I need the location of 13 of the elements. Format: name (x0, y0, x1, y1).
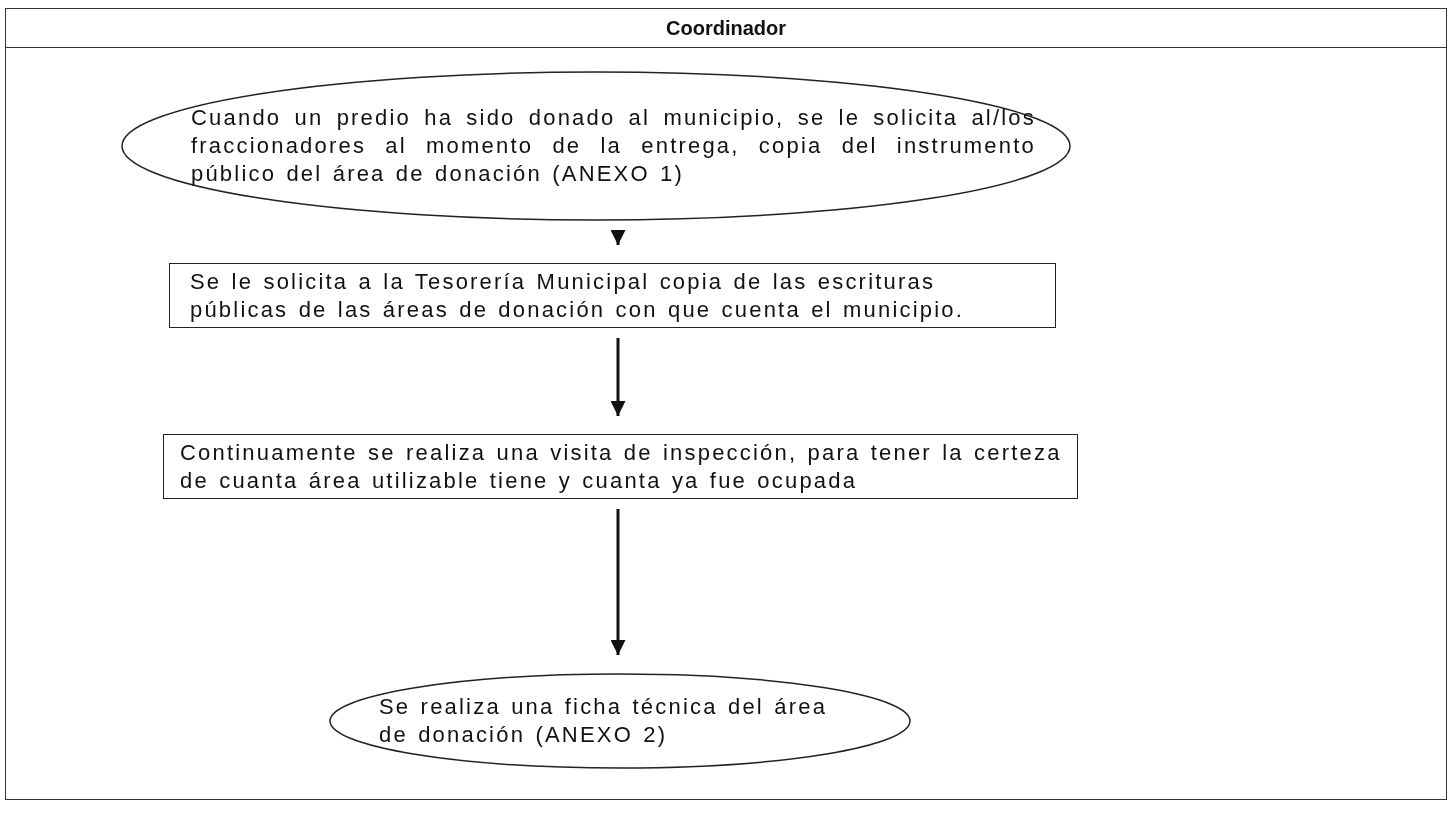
step-text: Se le solicita a la Tesorería Municipal copia de las escrituras públicas de las áreas de donación con que cuenta el municipio. (190, 267, 966, 324)
process-box (163, 434, 1078, 499)
terminal-ellipse (121, 71, 1071, 221)
process-box (169, 263, 1056, 328)
arrow (610, 338, 626, 416)
lane-title: Coordinador (666, 16, 786, 40)
step-text: Continuamente se realiza una visita de inspección, para tener la certeza de cuanta área utilizable tiene y cuanta ya fue ocupada (180, 438, 1063, 495)
arrow (610, 230, 626, 245)
step-text: Se realiza una ficha técnica del área de donación (ANEXO 2) (379, 693, 829, 749)
terminal-ellipse (329, 673, 911, 769)
arrow (610, 509, 626, 655)
step-text: Cuando un predio ha sido donado al municipio, se le solicita al/los fraccionadores al momento de la entrega, copia del instrumento público del área de donación (ANEXO 1) (191, 104, 1036, 188)
swimlane (5, 8, 1447, 800)
